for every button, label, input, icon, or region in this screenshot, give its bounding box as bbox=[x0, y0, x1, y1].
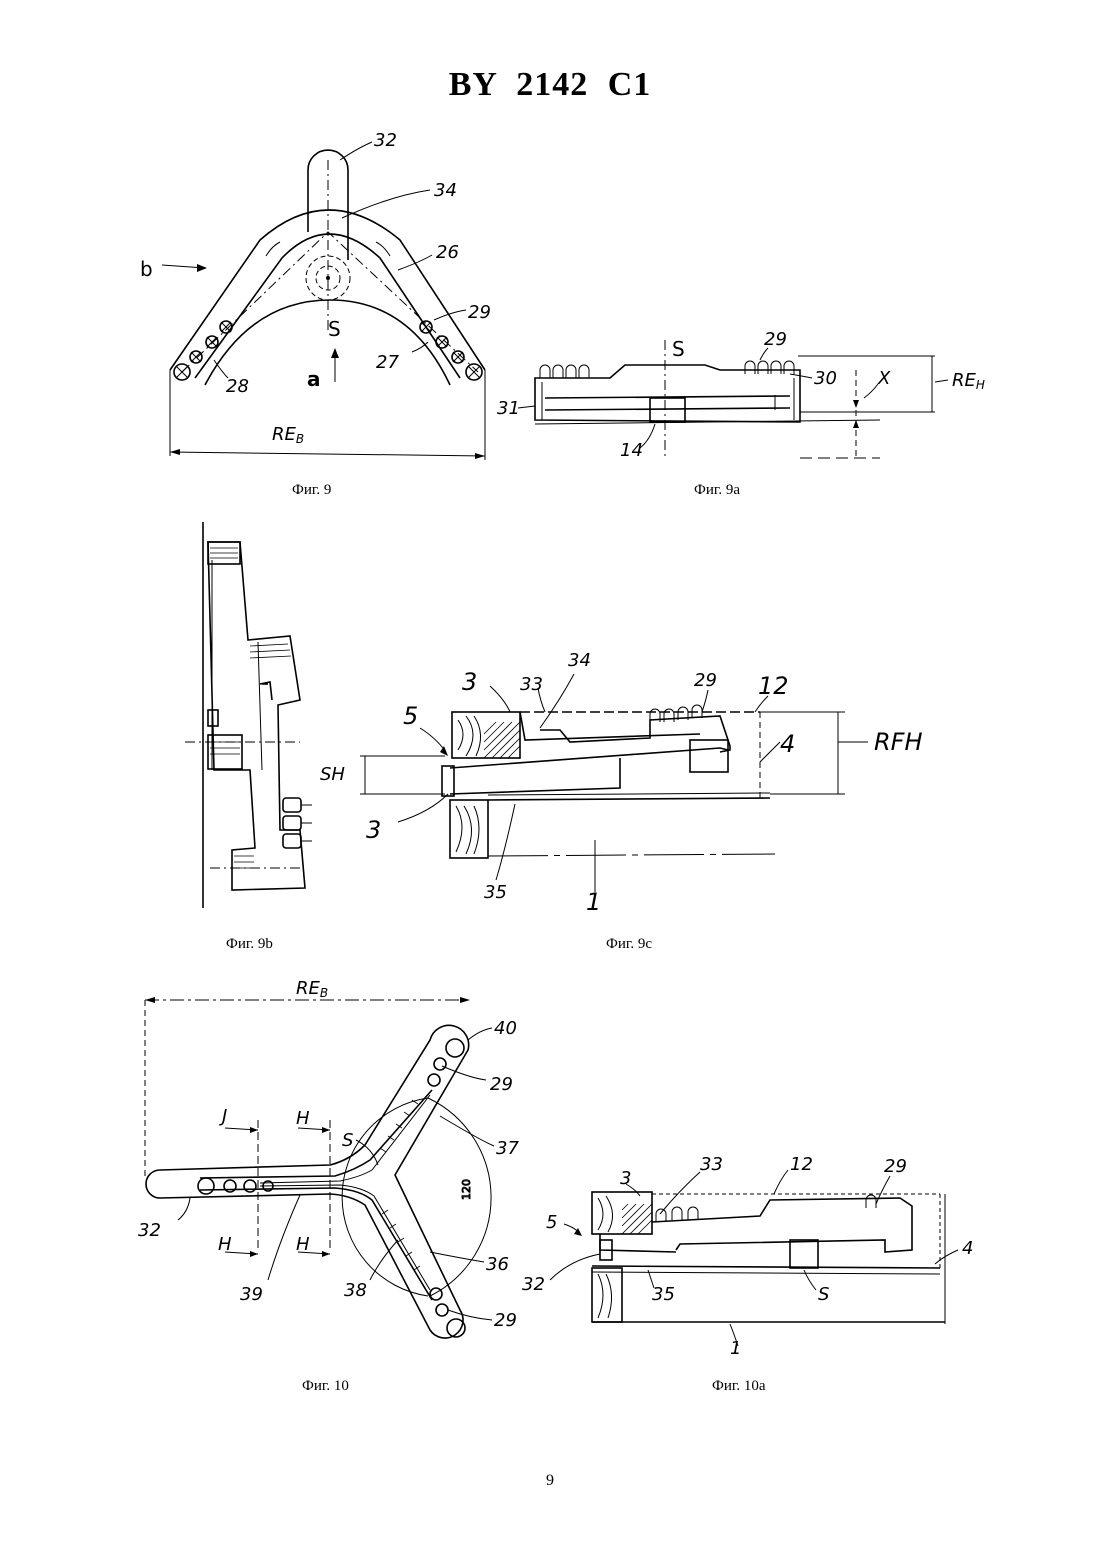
label-H-bottom-left: H bbox=[218, 1234, 232, 1255]
label-a: a bbox=[307, 367, 321, 391]
figure-9b-drawing bbox=[185, 522, 312, 908]
label-28: 28 bbox=[226, 376, 249, 397]
label-38: 38 bbox=[344, 1280, 367, 1301]
label-29: 29 bbox=[884, 1156, 907, 1177]
label-32: 32 bbox=[522, 1274, 545, 1295]
label-39: 39 bbox=[240, 1284, 263, 1305]
label-reb: REB bbox=[272, 424, 304, 446]
label-4: 4 bbox=[962, 1238, 973, 1259]
label-S: S bbox=[328, 317, 341, 341]
label-34: 34 bbox=[434, 180, 457, 201]
label-40: 40 bbox=[494, 1018, 517, 1039]
label-S: S bbox=[818, 1284, 829, 1305]
figure-9-drawing: 32 34 26 29 27 28 b a S REB bbox=[140, 130, 491, 460]
label-reh: REH bbox=[952, 370, 985, 392]
label-b: b bbox=[140, 257, 153, 281]
label-sh: SH bbox=[320, 764, 345, 785]
caption-fig10: Фиг. 10 bbox=[302, 1378, 349, 1395]
caption-fig9b: Фиг. 9b bbox=[226, 936, 273, 953]
label-J: J bbox=[219, 1106, 227, 1127]
label-29-top: 29 bbox=[490, 1074, 513, 1095]
label-S: S bbox=[342, 1130, 353, 1151]
label-14: 14 bbox=[620, 440, 643, 461]
label-angle: 120 bbox=[460, 1179, 473, 1200]
label-32: 32 bbox=[138, 1220, 161, 1241]
page-number: 9 bbox=[0, 1472, 1100, 1490]
figure-10a-drawing: 3 33 12 29 5 4 32 35 S 1 bbox=[522, 1154, 973, 1359]
label-4: 4 bbox=[780, 730, 795, 758]
bolts-9b bbox=[283, 798, 312, 848]
caption-fig9a: Фиг. 9а bbox=[694, 482, 740, 499]
caption-fig10a: Фиг. 10а bbox=[712, 1378, 766, 1395]
caption-fig9c: Фиг. 9c bbox=[606, 936, 652, 953]
label-29: 29 bbox=[468, 302, 491, 323]
label-12: 12 bbox=[790, 1154, 813, 1175]
bolts-right bbox=[745, 361, 794, 374]
label-29: 29 bbox=[764, 329, 787, 350]
label-H-top: H bbox=[296, 1108, 310, 1129]
label-31: 31 bbox=[497, 398, 520, 419]
label-32: 32 bbox=[374, 130, 397, 151]
label-H-bottom-right: H bbox=[296, 1234, 310, 1255]
label-35: 35 bbox=[484, 882, 507, 903]
label-36: 36 bbox=[486, 1254, 509, 1275]
label-1: 1 bbox=[586, 888, 601, 916]
label-27: 27 bbox=[376, 352, 399, 373]
label-37: 37 bbox=[496, 1138, 519, 1159]
label-1: 1 bbox=[730, 1338, 741, 1359]
label-5: 5 bbox=[403, 702, 418, 730]
label-33: 33 bbox=[700, 1154, 723, 1175]
label-12: 12 bbox=[758, 672, 789, 700]
label-29-bottom: 29 bbox=[494, 1310, 517, 1331]
figure-9a-drawing: S 29 30 31 14 X REH bbox=[497, 329, 985, 461]
figure-9c-drawing: 3 33 34 29 12 5 4 SH RFH 3 35 1 bbox=[320, 650, 923, 916]
label-x: X bbox=[877, 368, 891, 389]
label-S: S bbox=[672, 337, 685, 361]
label-5: 5 bbox=[546, 1212, 557, 1233]
label-30: 30 bbox=[814, 368, 837, 389]
label-reb: REB bbox=[296, 978, 328, 1000]
bolts-left bbox=[540, 365, 589, 378]
label-3: 3 bbox=[620, 1168, 631, 1189]
label-35: 35 bbox=[652, 1284, 675, 1305]
label-26: 26 bbox=[436, 242, 459, 263]
figure-10-drawing: REB 40 29 J H S 37 120 32 H H 36 39 38 2… bbox=[138, 978, 519, 1338]
label-34: 34 bbox=[568, 650, 591, 671]
label-3-top: 3 bbox=[462, 668, 477, 696]
label-33: 33 bbox=[520, 674, 543, 695]
label-3-bottom: 3 bbox=[366, 816, 381, 844]
label-29: 29 bbox=[694, 670, 717, 691]
label-rfh: RFH bbox=[874, 728, 923, 756]
caption-fig9: Фиг. 9 bbox=[292, 482, 331, 499]
